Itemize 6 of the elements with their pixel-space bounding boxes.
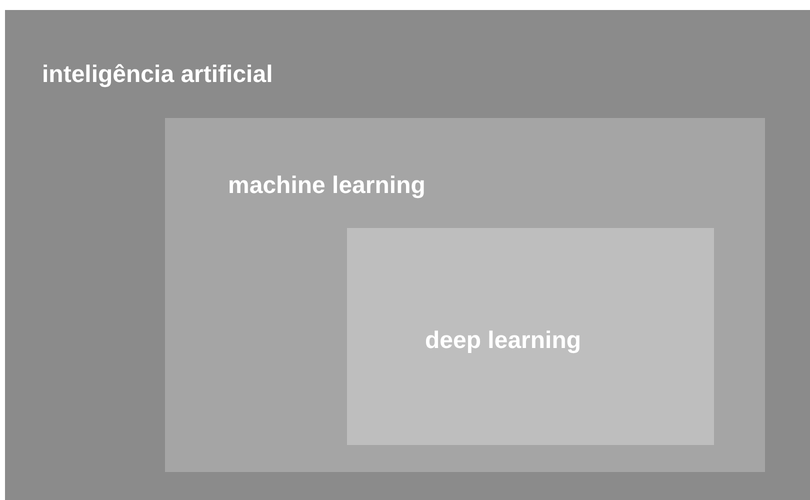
region-box	[347, 228, 714, 445]
region-box	[5, 10, 810, 500]
region-label: deep learning	[425, 326, 582, 356]
region-label: machine learning	[228, 171, 426, 201]
region-box	[165, 118, 765, 472]
region-label: inteligência artificial	[42, 60, 273, 90]
